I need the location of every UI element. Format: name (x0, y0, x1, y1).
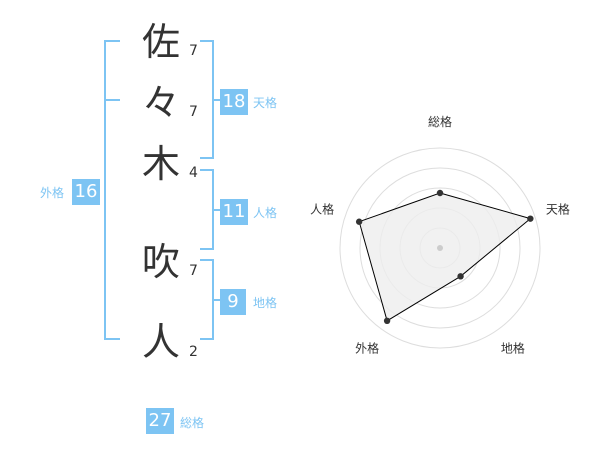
radar-ring (339, 147, 541, 349)
chikaku-bracket (200, 259, 214, 340)
radar-center-dot (437, 245, 443, 251)
radar-chart: 総格 天格 地格 外格 人格 (310, 114, 570, 355)
stroke-count-2: 7 (189, 104, 198, 120)
chikaku-label: 地格 (253, 296, 278, 310)
radar-axis-label-soukaku: 総格 (428, 114, 452, 129)
jinkaku-bracket-tick (214, 209, 220, 211)
name-char-5: 人 (141, 320, 180, 364)
radar-point (355, 218, 363, 225)
jinkaku-badge: 11 (220, 199, 248, 225)
chikaku-bracket-tick (214, 299, 220, 301)
jinkaku-label: 人格 (253, 206, 278, 220)
soukaku-badge: 27 (146, 408, 174, 434)
tenkaku-bracket (200, 40, 214, 159)
tenkaku-label: 天格 (253, 96, 278, 110)
radar-axis-label-gaikaku: 外格 (355, 340, 379, 355)
radar-point (383, 317, 391, 325)
stroke-count-5: 2 (189, 344, 198, 360)
tenkaku-bracket-tick (214, 99, 220, 101)
name-char-1: 佐 (141, 20, 180, 64)
radar-axis-label-tenkaku: 天格 (546, 202, 570, 217)
gaikaku-label: 外格 (40, 186, 65, 200)
soukaku-label: 総格 (180, 416, 205, 430)
stroke-count-3: 4 (189, 165, 198, 181)
radar-ring (359, 167, 521, 329)
radar-point (527, 215, 534, 222)
radar-polygon (358, 192, 532, 322)
name-char-3: 木 (141, 142, 180, 186)
gaikaku-badge: 16 (72, 179, 100, 205)
stroke-count-4: 7 (189, 263, 198, 279)
radar-points (355, 189, 534, 325)
gaikaku-bracket (104, 40, 120, 340)
radar-axis-label-jinkaku: 人格 (310, 202, 334, 217)
gaikaku-bracket-tick (104, 99, 120, 101)
radar-point (436, 189, 444, 197)
stroke-count-1: 7 (189, 43, 198, 59)
tenkaku-badge: 18 (220, 89, 248, 115)
radar-point (457, 273, 464, 280)
radar-axis-label-chikaku: 地格 (501, 340, 525, 355)
name-char-4: 吹 (141, 240, 180, 284)
chikaku-badge: 9 (220, 289, 246, 315)
jinkaku-bracket (200, 169, 214, 250)
name-char-2: 々 (141, 81, 180, 125)
